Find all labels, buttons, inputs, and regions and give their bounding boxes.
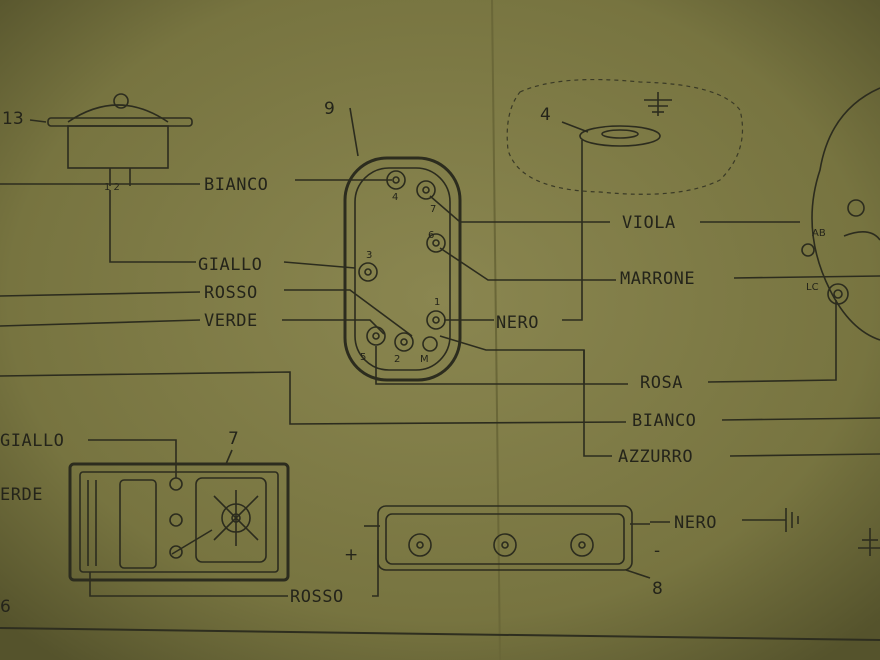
wire-rosso-left bbox=[0, 291, 201, 297]
label-4: 4 bbox=[540, 105, 551, 125]
battery-minus: - bbox=[654, 541, 660, 561]
ground-symbol-low bbox=[785, 508, 799, 532]
page-fold bbox=[491, 0, 501, 660]
wire-label-nero-mid: NERO bbox=[496, 313, 539, 333]
leader-7 bbox=[225, 449, 233, 465]
label-7: 7 bbox=[228, 429, 239, 449]
wire-verde-right bbox=[282, 319, 385, 335]
pin-label-5: 5 bbox=[360, 352, 366, 363]
pin-label-1: 1 bbox=[434, 297, 440, 308]
wire-rosa-right bbox=[707, 300, 837, 383]
wire-rosso-right bbox=[284, 289, 413, 337]
label-8: 8 bbox=[652, 579, 663, 599]
pin-label-7: 7 bbox=[430, 204, 436, 215]
wire-giallo-low bbox=[88, 439, 177, 478]
wire-label-azzurro: AZZURRO bbox=[618, 447, 693, 467]
ground-symbol-edge bbox=[858, 528, 880, 556]
wire-rosso-low-left bbox=[89, 572, 288, 597]
pin-label-12: 1 2 bbox=[104, 182, 120, 193]
label-6: 6 bbox=[0, 597, 11, 617]
wire-label-rosa: ROSA bbox=[640, 373, 683, 393]
wire-marrone-left bbox=[439, 247, 616, 281]
wire-verde-left bbox=[0, 319, 201, 327]
wire-giallo-right bbox=[283, 261, 356, 269]
ignition-switch-partial bbox=[801, 87, 880, 341]
wire-label-rosso-low: ROSSO bbox=[290, 587, 344, 607]
wire-giallo-left bbox=[109, 190, 196, 263]
battery-plus: + bbox=[344, 545, 358, 565]
wire-label-bianco-top: BIANCO bbox=[204, 175, 268, 195]
label-9: 9 bbox=[324, 99, 335, 119]
wire-label-giallo-mid: GIALLO bbox=[198, 255, 262, 275]
page-edge bbox=[0, 627, 880, 641]
wire-label-marrone: MARRONE bbox=[620, 269, 695, 289]
wire-bianco-low-left bbox=[0, 371, 627, 425]
wire-viola-left bbox=[429, 195, 610, 223]
label-13: 13 bbox=[2, 109, 24, 129]
pin-label-m: M bbox=[420, 354, 429, 365]
wire-rosa-loop bbox=[375, 346, 584, 385]
pin-label-6: 6 bbox=[428, 230, 434, 241]
pin-label-lc: LC bbox=[806, 282, 819, 293]
wire-nero-up bbox=[562, 140, 583, 321]
horn-component-4 bbox=[506, 78, 744, 195]
pin-label-3: 3 bbox=[366, 250, 372, 261]
battery-component-8 bbox=[364, 505, 651, 579]
connector-component-9 bbox=[343, 107, 462, 382]
pin-label-ab: AB bbox=[812, 228, 826, 239]
pin-label-2: 2 bbox=[394, 354, 400, 365]
wire-label-nero-low: NERO bbox=[674, 513, 717, 533]
wire-marrone-right bbox=[733, 275, 880, 279]
regulator-component-7 bbox=[68, 462, 290, 582]
wire-label-verde-low: ERDE bbox=[0, 485, 43, 505]
wire-azzurro-left bbox=[583, 350, 612, 457]
wire-label-giallo-low: GIALLO bbox=[0, 431, 64, 451]
pin-label-4: 4 bbox=[392, 192, 398, 203]
wire-bianco-low-right bbox=[721, 417, 880, 421]
wire-label-bianco-low: BIANCO bbox=[632, 411, 696, 431]
lamp-component-13 bbox=[29, 93, 193, 186]
wire-label-rosso-mid: ROSSO bbox=[204, 283, 258, 303]
wire-label-viola: VIOLA bbox=[622, 213, 676, 233]
wire-label-verde-mid: VERDE bbox=[204, 311, 258, 331]
wire-azzurro-right bbox=[729, 453, 880, 457]
